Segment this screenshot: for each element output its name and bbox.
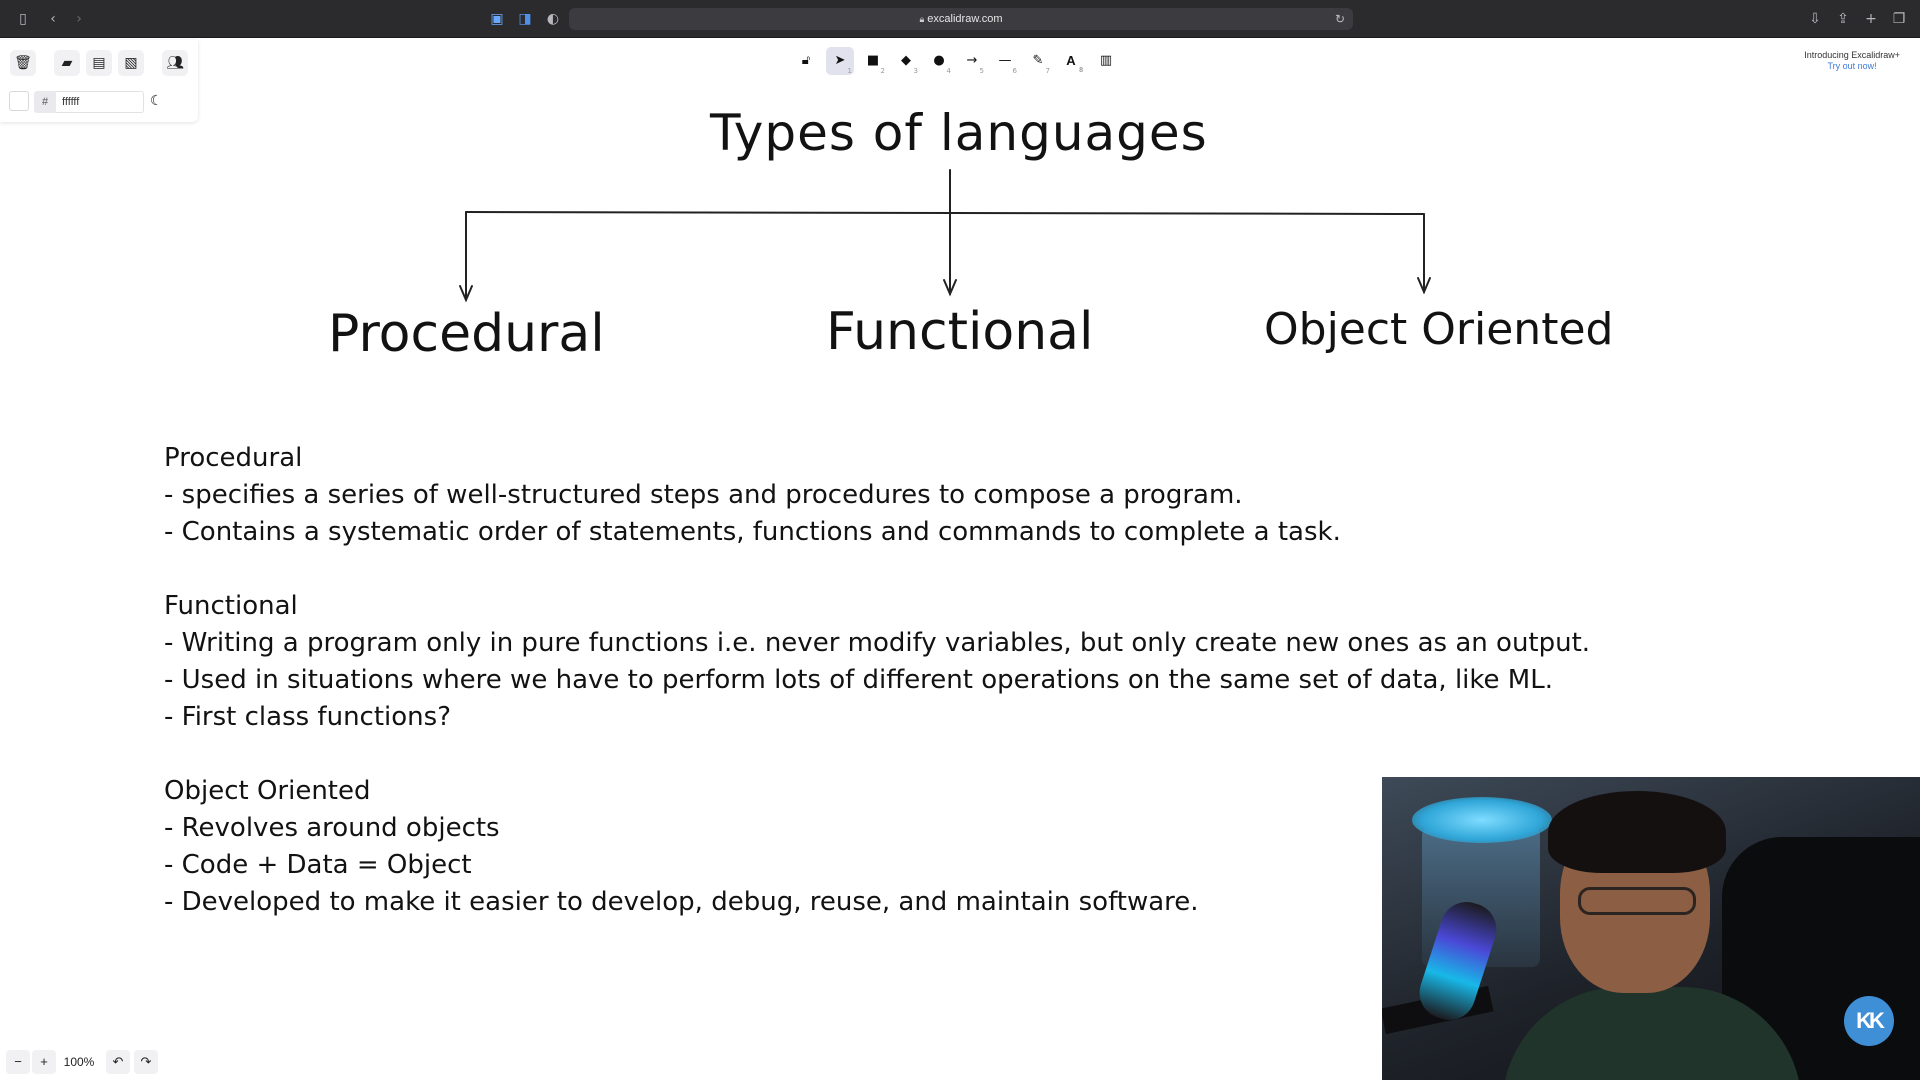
background-color-swatch[interactable]: [9, 91, 29, 111]
list-item: - Contains a systematic order of stateme…: [164, 517, 1341, 547]
lamp-glow: [1412, 797, 1552, 843]
forward-icon[interactable]: ›: [76, 11, 82, 27]
shortcut-hint: 7: [1045, 67, 1050, 75]
back-icon[interactable]: ‹: [50, 11, 56, 27]
notes-heading-functional: Functional: [164, 591, 298, 621]
line-tool-icon[interactable]: —6: [998, 53, 1018, 75]
diagram-title[interactable]: Types of languages: [710, 104, 1208, 162]
share-icon[interactable]: ⇪: [1837, 11, 1849, 27]
list-item: - First class functions?: [164, 702, 451, 732]
lock-tool-icon[interactable]: 🔓︎: [801, 53, 811, 68]
arrowhead-middle: [943, 279, 957, 297]
arrowhead-left: [459, 285, 473, 303]
address-bar[interactable]: 🔒︎excalidraw.com ↻: [569, 8, 1353, 30]
sidebar-icon[interactable]: ▯: [19, 11, 27, 27]
list-item: - Used in situations where we have to pe…: [164, 665, 1553, 695]
collaborate-icon[interactable]: 👥︎: [162, 50, 188, 76]
extension-icon[interactable]: ▣: [490, 11, 504, 27]
reload-icon[interactable]: ↻: [1334, 12, 1345, 26]
selection-tool-icon[interactable]: ➤1: [826, 47, 854, 75]
list-item: - Writing a program only in pure functio…: [164, 628, 1591, 658]
trash-icon[interactable]: 🗑︎: [10, 50, 36, 76]
notes-heading-object-oriented: Object Oriented: [164, 776, 371, 806]
zoom-level[interactable]: 100%: [63, 1055, 95, 1069]
tabs-overview-icon[interactable]: ❐: [1892, 11, 1906, 27]
save-file-icon[interactable]: ▤: [86, 50, 112, 76]
canvas-actions-panel: 🗑︎ ▰ ▤ ▧ 👥︎ # ffffff ☾: [0, 40, 198, 122]
dark-mode-icon[interactable]: ☾: [150, 93, 163, 109]
spacer: [164, 551, 1590, 588]
privacy-shield-icon[interactable]: ◐: [546, 11, 560, 27]
arrow-tool-icon[interactable]: →5: [966, 53, 984, 75]
arrowhead-right: [1417, 277, 1431, 295]
new-tab-icon[interactable]: +: [1865, 11, 1877, 27]
shortcut-hint: 2: [880, 67, 885, 75]
undo-button[interactable]: ↶: [106, 1050, 130, 1074]
shortcut-hint: 6: [1012, 67, 1017, 75]
bracket-line: [465, 211, 1425, 215]
shortcut-hint: 8: [1079, 67, 1083, 74]
lock-icon: 🔒︎: [919, 14, 925, 24]
excalidraw-plus-promo[interactable]: Introducing Excalidraw+ Try out now!: [1804, 50, 1900, 72]
shortcut-hint: 1: [847, 67, 852, 75]
branch-functional[interactable]: Functional: [826, 302, 1094, 362]
shortcut-hint: 3: [913, 67, 918, 75]
pencil-tool-icon[interactable]: ✎7: [1032, 53, 1050, 75]
notes-text-block[interactable]: Procedural - specifies a series of well-…: [164, 440, 1590, 921]
rectangle-tool-icon[interactable]: ■2: [866, 53, 885, 75]
zoom-in-button[interactable]: +: [32, 1050, 56, 1074]
zoom-out-button[interactable]: −: [6, 1050, 30, 1074]
list-item: - Revolves around objects: [164, 813, 500, 843]
ellipse-tool-icon[interactable]: ●4: [933, 53, 951, 75]
promo-link[interactable]: Try out now!: [1827, 61, 1877, 71]
shortcut-hint: 4: [946, 67, 951, 75]
promo-title: Introducing Excalidraw+: [1804, 50, 1900, 60]
export-image-icon[interactable]: ▧: [118, 50, 144, 76]
background-color-input[interactable]: ffffff: [56, 91, 144, 113]
list-item: - Code + Data = Object: [164, 850, 472, 880]
webcam-overlay: KK: [1382, 777, 1920, 1080]
branch-object-oriented[interactable]: Object Oriented: [1264, 304, 1614, 355]
list-item: - specifies a series of well-structured …: [164, 480, 1243, 510]
redo-button[interactable]: ↷: [134, 1050, 158, 1074]
shortcut-hint: 5: [979, 67, 984, 75]
library-icon[interactable]: ▥: [1099, 53, 1113, 68]
url-text: excalidraw.com: [927, 13, 1003, 25]
open-folder-icon[interactable]: ▰: [54, 50, 80, 76]
channel-logo: KK: [1844, 996, 1894, 1046]
notes-heading-procedural: Procedural: [164, 443, 303, 473]
diagram-connectors: [459, 169, 1431, 303]
browser-toolbar: ▯ ‹ › ▣ ◨ ◐ 🔒︎excalidraw.com ↻ ⇩ ⇪ + ❐: [0, 0, 1920, 38]
extension-icon[interactable]: ◨: [518, 11, 532, 27]
branch-procedural[interactable]: Procedural: [328, 304, 605, 364]
list-item: - Developed to make it easier to develop…: [164, 887, 1199, 917]
presenter-hair: [1548, 791, 1726, 873]
download-icon[interactable]: ⇩: [1809, 11, 1821, 27]
hex-prefix: #: [34, 91, 56, 113]
spacer: [164, 736, 1590, 773]
presenter-glasses: [1578, 887, 1696, 915]
diamond-tool-icon[interactable]: ◆3: [901, 53, 918, 75]
